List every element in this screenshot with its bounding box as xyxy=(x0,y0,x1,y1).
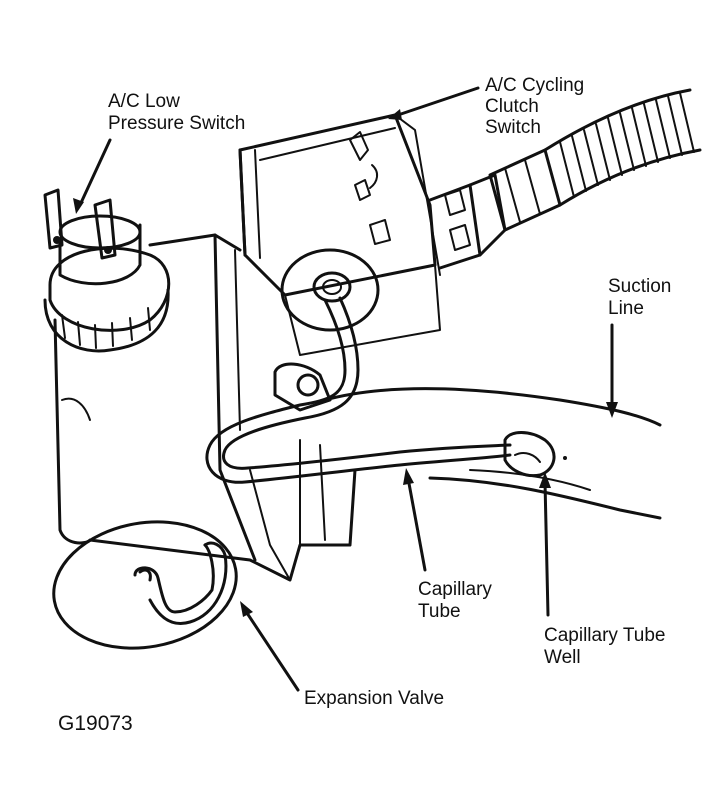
low-pressure-switch xyxy=(43,188,171,353)
leader-lines xyxy=(73,86,618,692)
label-capillary-tube: Capillary Tube xyxy=(418,579,497,622)
label-expansion-valve: Expansion Valve xyxy=(304,688,444,709)
figure-id: G19073 xyxy=(58,712,133,735)
capillary-tube-well xyxy=(503,431,567,478)
expansion-valve xyxy=(52,520,238,650)
refrigerant-hose xyxy=(488,88,702,232)
label-suction-line: Suction Line xyxy=(608,276,677,319)
cycling-clutch-switch xyxy=(238,113,507,356)
label-low-pressure-switch: A/C Low Pressure Switch xyxy=(108,91,245,134)
label-cycling-clutch-switch: A/C Cycling Clutch Switch xyxy=(485,75,590,138)
label-capillary-tube-well: Capillary Tube Well xyxy=(544,625,671,668)
suction-line-tube xyxy=(323,387,662,520)
capillary-tube xyxy=(205,296,512,484)
